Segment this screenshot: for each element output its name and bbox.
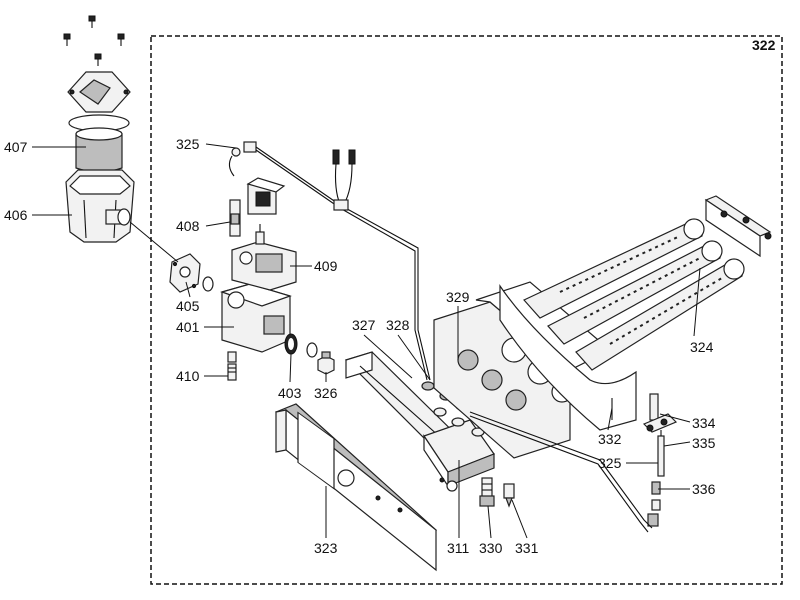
- callout-410: 410: [176, 368, 200, 384]
- callout-325-top: 325: [176, 136, 200, 152]
- callout-328: 328: [386, 317, 410, 333]
- part-335-electrode: [657, 430, 665, 477]
- callout-408: 408: [176, 218, 200, 234]
- callout-331: 331: [515, 540, 539, 556]
- part-410-nipple: [227, 363, 237, 381]
- part-408-electrode-plug: [229, 177, 286, 237]
- part-401-valve-body: [220, 283, 292, 363]
- callout-401: 401: [176, 319, 200, 335]
- part-409-solenoid-unit: [231, 224, 297, 291]
- callout-406: 406: [4, 207, 28, 223]
- part-334-pilot-bracket: [642, 393, 678, 433]
- part-330-injector: [479, 477, 495, 507]
- part-326-fitting: [317, 351, 335, 375]
- callout-labels: 407 406 325 408 409 405 401 410 403 326 …: [4, 136, 716, 556]
- part-323-front-cover: [274, 403, 438, 572]
- part-403-o-ring: [284, 333, 318, 358]
- part-324-burner-tubes: [523, 218, 745, 371]
- callout-403: 403: [278, 385, 302, 401]
- part-336-fittings: [469, 411, 661, 533]
- callout-330: 330: [479, 540, 503, 556]
- leader-lines: [32, 143, 701, 539]
- part-406-407-filter-housing: [63, 15, 135, 243]
- callout-329: 329: [446, 289, 470, 305]
- assembly-frame: [150, 35, 783, 585]
- callout-336: 336: [692, 481, 716, 497]
- callout-325-bottom: 325: [598, 455, 622, 471]
- part-rear-bracket: [704, 195, 772, 258]
- callout-405: 405: [176, 298, 200, 314]
- callout-324: 324: [690, 339, 714, 355]
- screw-icon: [63, 15, 125, 66]
- frame-label: 322: [752, 37, 776, 53]
- part-405-flange: [169, 253, 214, 293]
- callout-327: 327: [352, 317, 376, 333]
- part-331-nozzle: [503, 483, 515, 508]
- callout-407: 407: [4, 139, 28, 155]
- callout-335: 335: [692, 435, 716, 451]
- part-325-lead-wire: [228, 141, 431, 381]
- callout-323: 323: [314, 540, 338, 556]
- callout-334: 334: [692, 415, 716, 431]
- callout-409: 409: [314, 258, 338, 274]
- callout-332: 332: [598, 431, 622, 447]
- callout-326: 326: [314, 385, 338, 401]
- callout-311: 311: [447, 540, 470, 556]
